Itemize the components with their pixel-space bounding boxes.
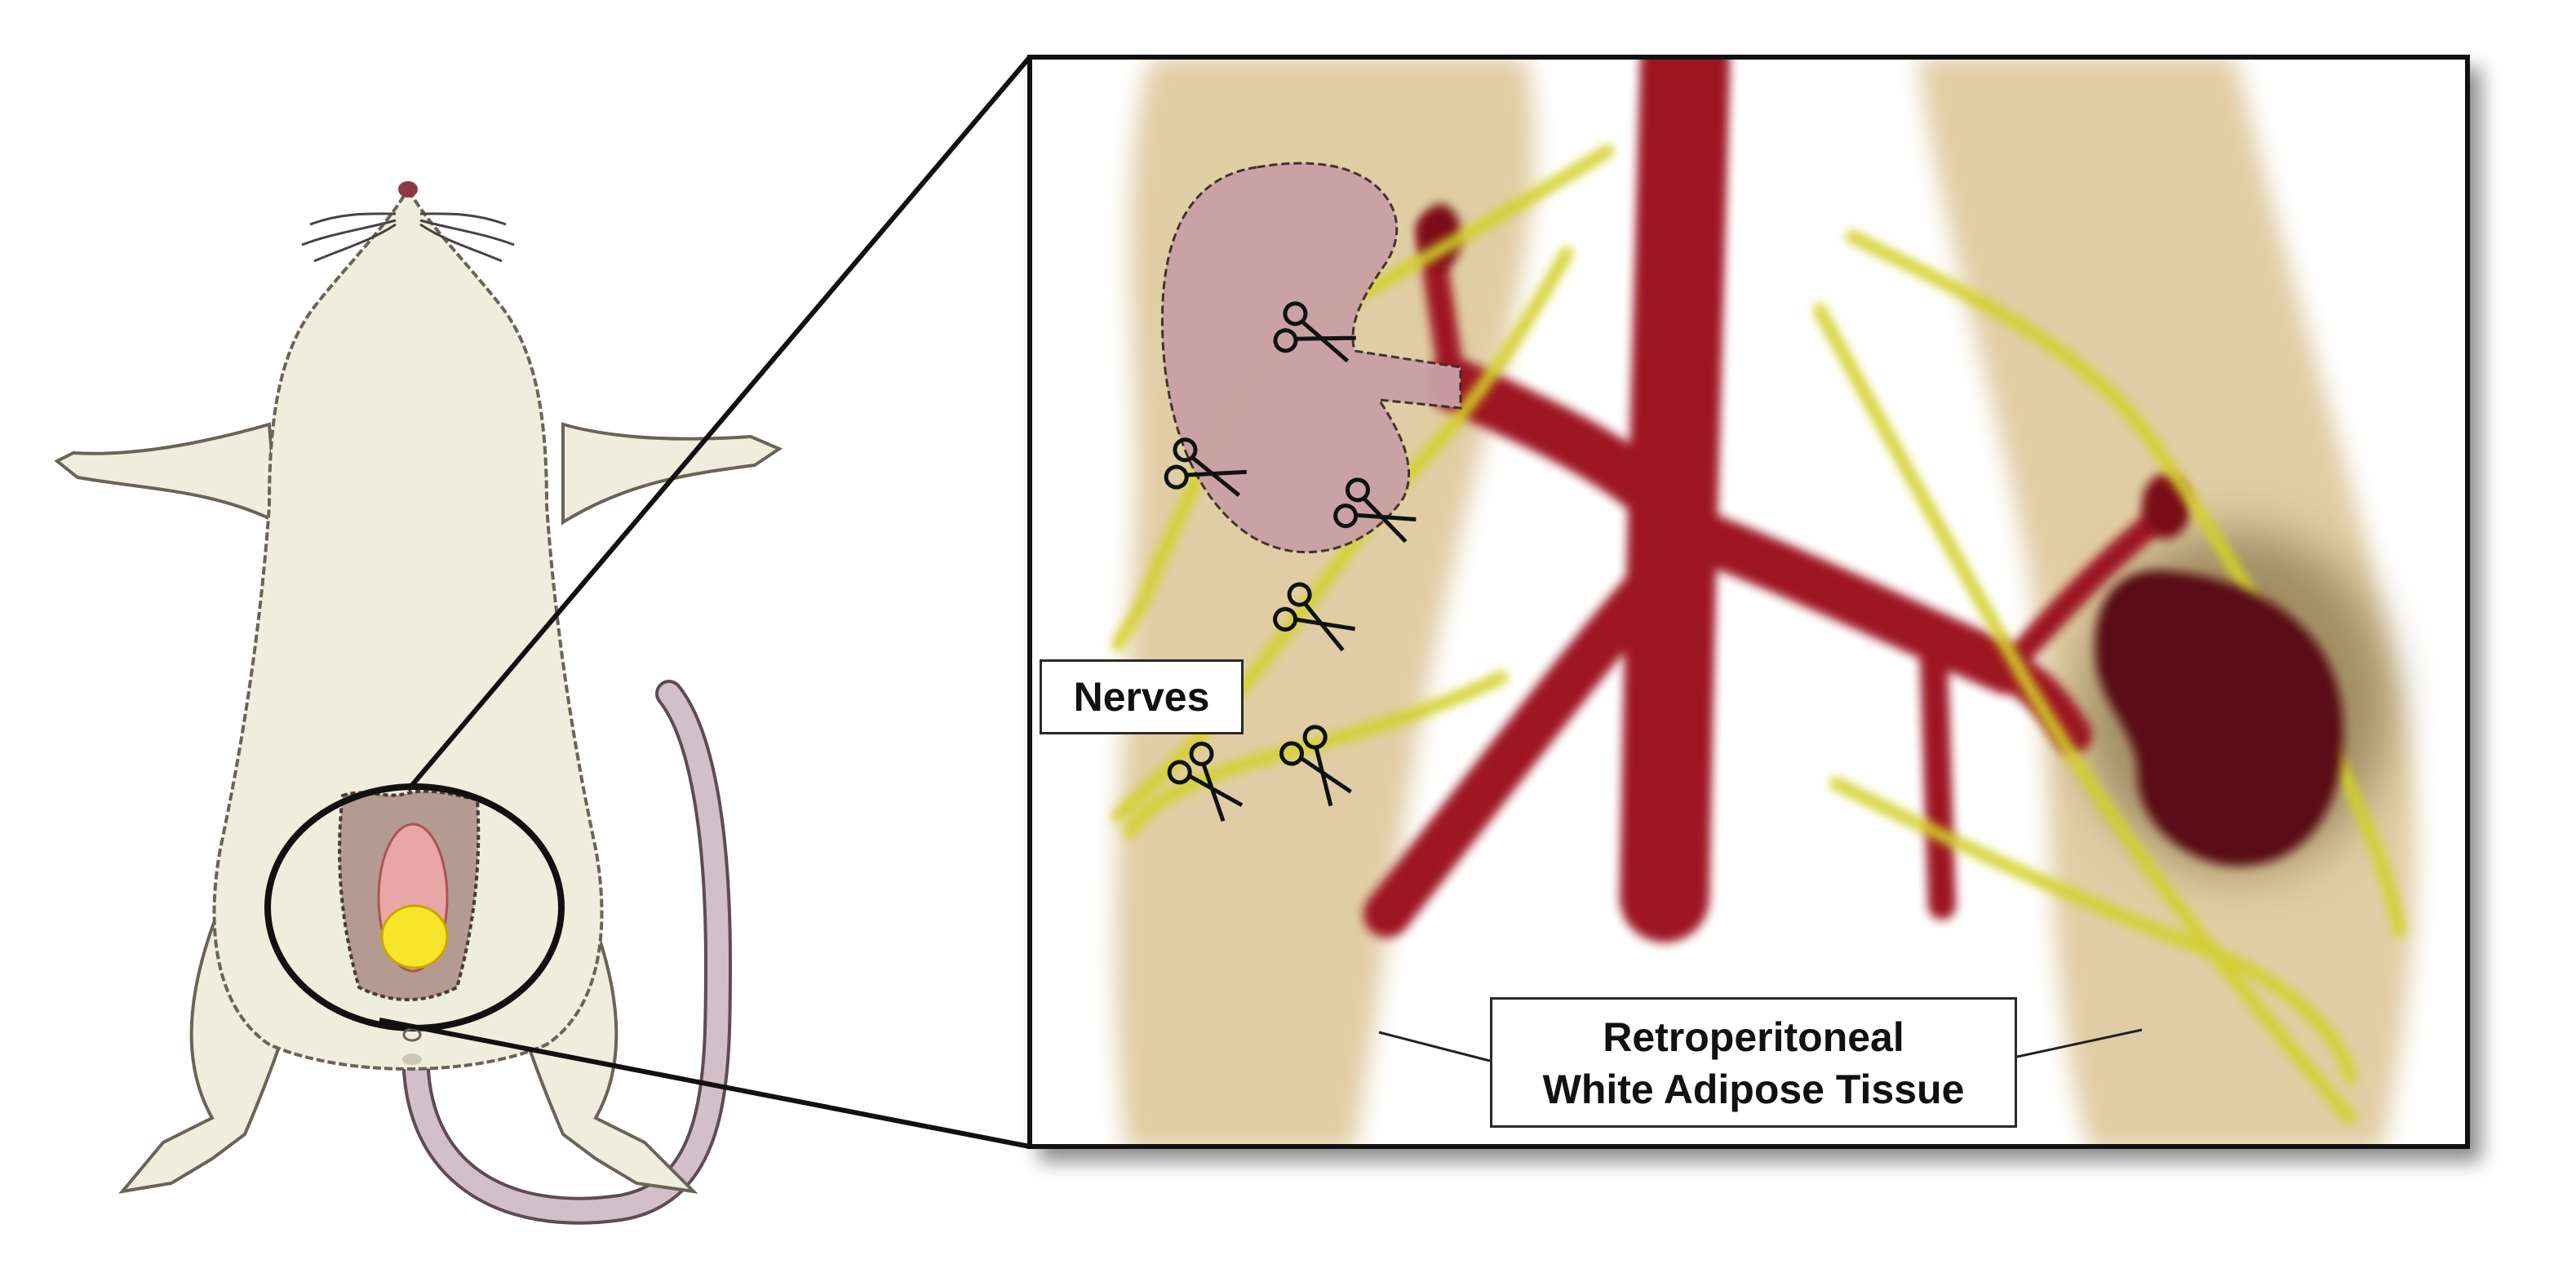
rat-body xyxy=(212,194,604,1071)
rat-right-arm xyxy=(561,422,783,526)
right-kidney xyxy=(2095,570,2343,867)
rat-whiskers xyxy=(301,212,515,263)
rat-illustration xyxy=(54,181,783,1225)
bladder xyxy=(380,904,449,969)
adipose-pointer-right xyxy=(2016,1028,2143,1058)
zoom-connector-lines xyxy=(379,55,1032,1149)
adipose-label-line1: Retroperitoneal xyxy=(1603,1014,1904,1060)
aorta xyxy=(1620,57,1730,943)
rat-nose xyxy=(398,181,418,197)
adipose-pointer-left xyxy=(1378,1031,1491,1062)
adipose-tissue-label: Retroperitoneal White Adipose Tissue xyxy=(1490,997,2017,1128)
artery xyxy=(1363,57,2166,943)
left-kidney xyxy=(1161,162,1462,554)
nerves-label: Nerves xyxy=(1040,659,1244,734)
adipose-label-line2: White Adipose Tissue xyxy=(1542,1067,1965,1112)
rat-left-arm xyxy=(54,422,280,526)
